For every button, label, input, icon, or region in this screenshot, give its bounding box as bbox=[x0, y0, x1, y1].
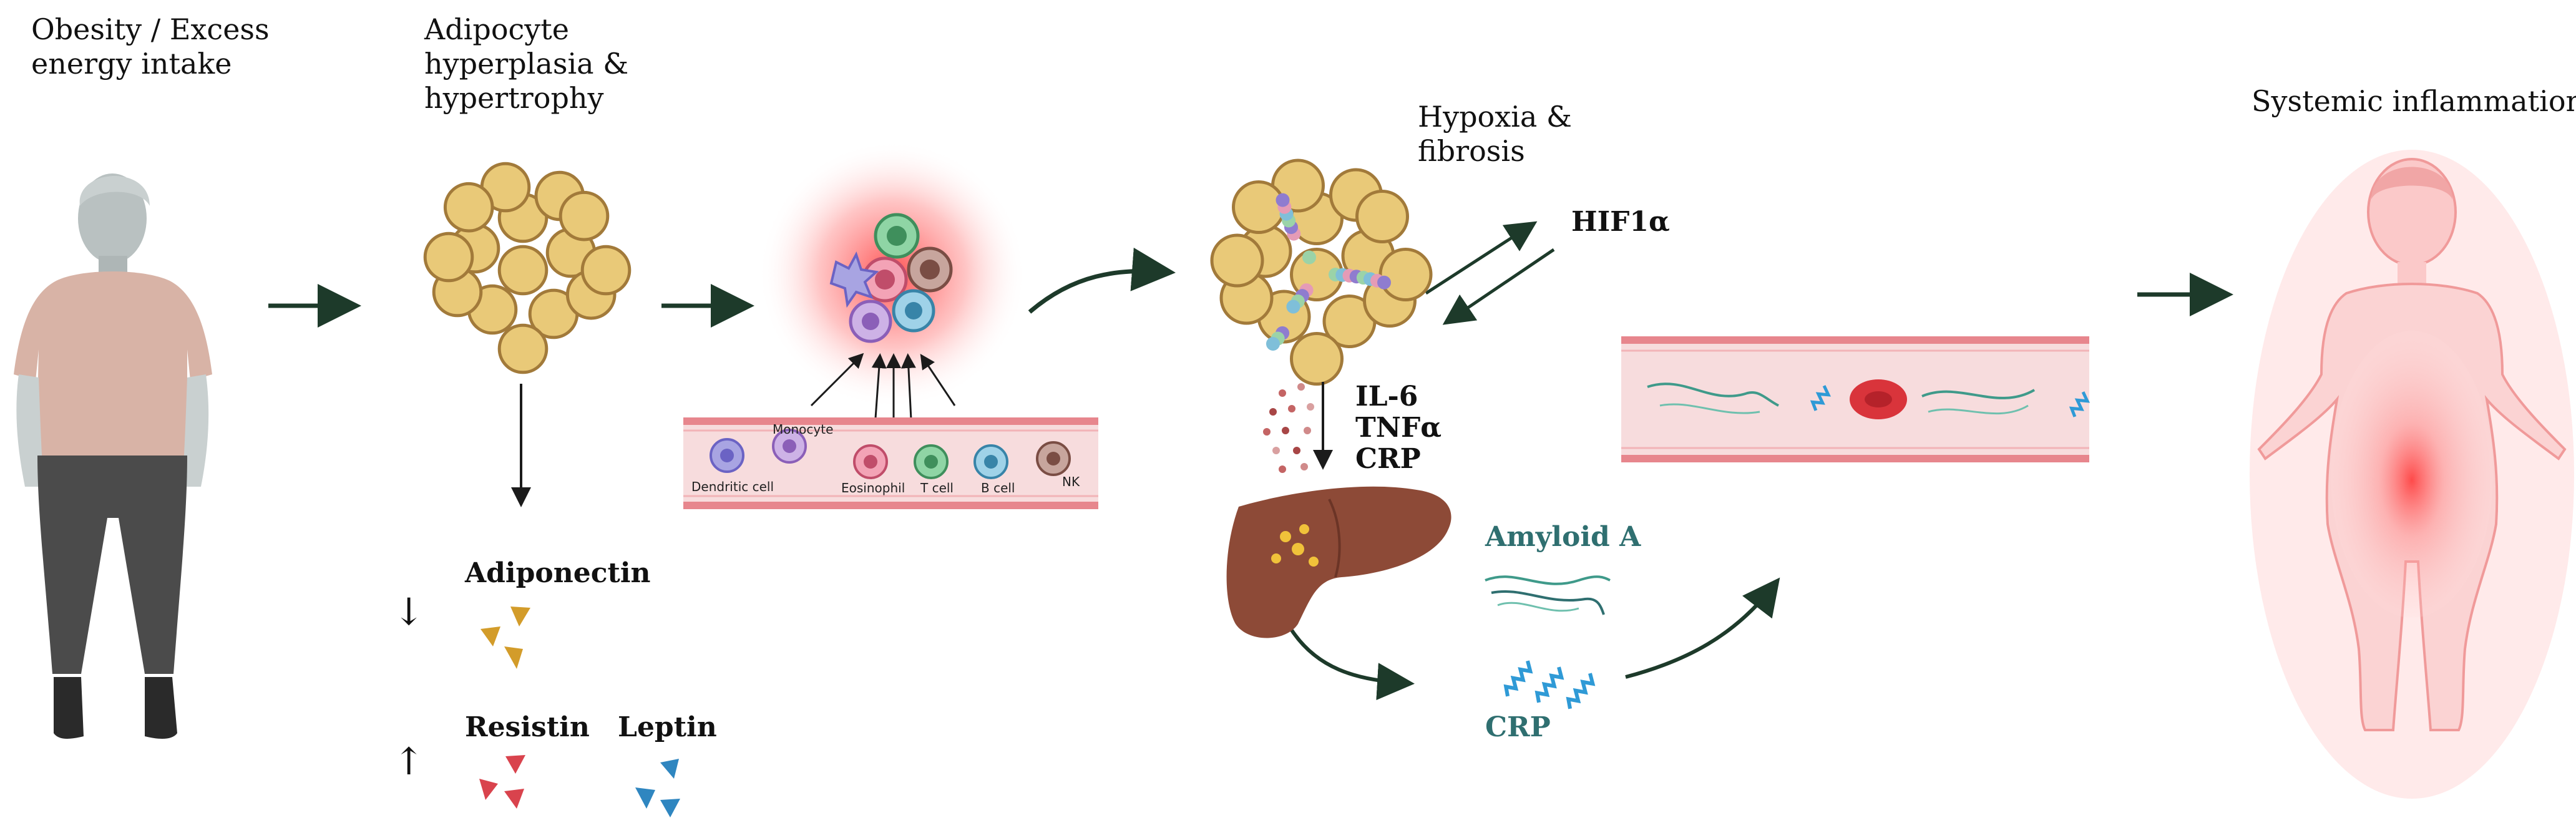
hypoxic-adipocyte-cluster-icon bbox=[1210, 158, 1433, 386]
vessel-immune-cell-nucleus bbox=[783, 439, 796, 453]
adipocyte-cell bbox=[1232, 180, 1286, 234]
cell-label-monocyte: Monocyte bbox=[773, 422, 834, 437]
adiponectin-label: Adiponectin bbox=[465, 557, 651, 589]
cytokine-tnf-label: TNFα bbox=[1355, 412, 1442, 444]
adipocyte-cell bbox=[1290, 332, 1344, 386]
adipocyte-cell bbox=[1210, 233, 1264, 288]
leptin-icon bbox=[635, 759, 680, 817]
arrow-from-hif bbox=[1442, 248, 1555, 325]
vessel-immune-cell-nucleus bbox=[720, 449, 734, 462]
liver-icon bbox=[1226, 486, 1451, 638]
crp-icon bbox=[1503, 660, 1596, 709]
crp-output-label: CRP bbox=[1485, 711, 1551, 743]
adipocyte-cell bbox=[497, 245, 549, 296]
blood-vessel-systemic bbox=[1621, 336, 2091, 462]
cell-label-nk: NK bbox=[1062, 474, 1080, 489]
cell-label-dendritic: Dendritic cell bbox=[691, 479, 774, 494]
obese-person-icon bbox=[14, 173, 212, 739]
adipocyte-cell bbox=[1378, 248, 1433, 301]
step-hypoxia-label: Hypoxia & fibrosis bbox=[1418, 100, 1572, 168]
cell-label-eosinophil: Eosinophil bbox=[841, 480, 905, 495]
immune-cell-cluster-icon bbox=[829, 213, 953, 343]
decrease-arrow: ↓ bbox=[393, 590, 425, 634]
vessel-immune-cells bbox=[710, 429, 1071, 479]
adiponectin-icon bbox=[481, 607, 530, 669]
infiltrating-cell bbox=[1302, 250, 1317, 265]
adipocyte-cell bbox=[580, 245, 632, 296]
adipocyte-cell bbox=[559, 190, 610, 241]
infiltrating-cell bbox=[1377, 275, 1391, 290]
cell-label-tcell: T cell bbox=[920, 480, 954, 495]
adipocyte-cell bbox=[443, 182, 494, 233]
infiltrating-cell bbox=[1266, 337, 1280, 351]
inflamed-body-icon bbox=[2250, 150, 2574, 799]
vessel-immune-cell-nucleus bbox=[864, 455, 877, 469]
step-obesity-label: Obesity / Excess energy intake bbox=[31, 12, 270, 81]
infiltrating-cell bbox=[1286, 300, 1300, 314]
flow-arrow-3 bbox=[1028, 247, 1176, 314]
adipocyte-cell bbox=[1355, 190, 1409, 243]
step-adipocyte-label: Adipocyte hyperplasia & hypertrophy bbox=[424, 12, 629, 115]
arrow-outputs-to-vessel bbox=[1625, 577, 1780, 679]
resistin-icon bbox=[479, 755, 525, 809]
hif-label: HIF1α bbox=[1571, 206, 1670, 238]
cytokine-crp-label: CRP bbox=[1355, 443, 1421, 475]
vessel-immune-cell-nucleus bbox=[1046, 452, 1060, 465]
arrow-to-hif bbox=[1425, 221, 1538, 295]
amyloid-label: Amyloid A bbox=[1485, 521, 1641, 553]
adipocyte-cell bbox=[423, 231, 474, 283]
vessel-immune-cell-nucleus bbox=[924, 455, 938, 469]
cell-label-bcell: B cell bbox=[981, 480, 1015, 495]
increase-arrow: ↑ bbox=[393, 740, 425, 784]
adipocyte-cluster-icon bbox=[423, 162, 632, 374]
arrow-liver-to-outputs bbox=[1290, 629, 1415, 701]
adipocyte-cell bbox=[497, 323, 549, 374]
cytokine-il6-label: IL-6 bbox=[1355, 381, 1418, 412]
leptin-label: Leptin bbox=[618, 711, 717, 743]
amyloid-fibril-icon bbox=[1485, 575, 1611, 615]
resistin-label: Resistin bbox=[465, 711, 590, 743]
step-systemic-label: Systemic inflammation bbox=[2252, 84, 2576, 118]
cytokine-dots bbox=[1263, 382, 1333, 473]
infiltrating-cell bbox=[1276, 193, 1290, 207]
blood-vessel-immune bbox=[683, 417, 1098, 509]
vessel-immune-cell-nucleus bbox=[984, 455, 998, 469]
